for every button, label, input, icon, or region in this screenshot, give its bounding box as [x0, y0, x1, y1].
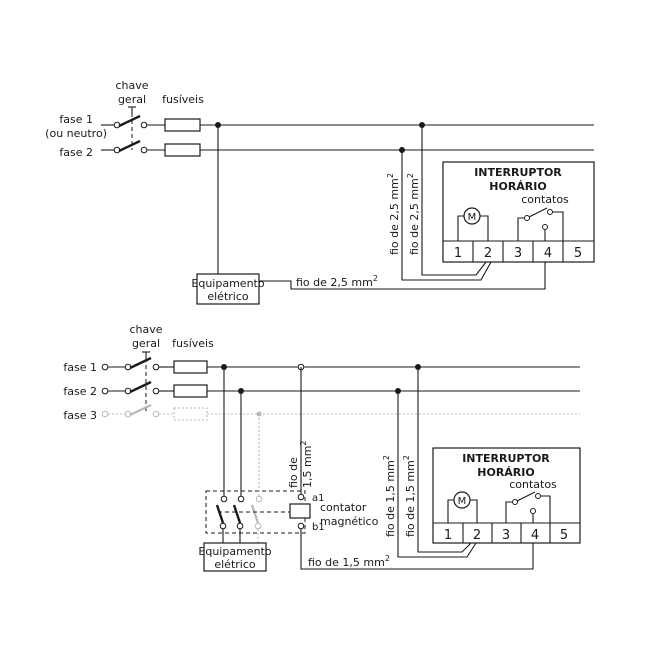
wire-bottom-label: fio de 2,5 mm2	[296, 274, 378, 289]
terminal-4: 4	[544, 246, 552, 261]
phase-3-label-2: fase 3	[63, 409, 97, 422]
timer-switch-2: INTERRUPTOR HORÁRIO contatos 1 2 3 4 5 M	[432, 447, 581, 544]
main-switch-label-line1: chave	[115, 79, 148, 92]
fuses-label: fusíveis	[162, 93, 204, 106]
timer-switch-1: INTERRUPTOR HORÁRIO contatos 1 2 3 4 5 M	[442, 161, 595, 263]
diagram-2: chave geral fusíveis fase 1 fase 2 fase …	[63, 323, 581, 572]
phase-1-to-timer-wire-2	[417, 367, 472, 553]
diagram-1: chave geral fusíveis fase 1 (ou neutro) …	[45, 79, 595, 305]
motor-icon	[463, 207, 481, 225]
coil-b1-label: b1	[312, 522, 325, 533]
timer-title-line2: HORÁRIO	[489, 180, 546, 193]
equipment-label-line2: elétrico	[207, 290, 249, 303]
timer-2-title-line2: HORÁRIO	[477, 466, 534, 479]
terminal-2-5: 5	[560, 528, 568, 543]
main-switch-1	[101, 106, 148, 154]
timer-title-line1: INTERRUPTOR	[474, 166, 562, 179]
fuses-2-label: fusíveis	[172, 337, 214, 350]
contactor-label-line2: magnético	[320, 515, 379, 528]
phase-2-to-timer-wire-2	[397, 391, 477, 558]
phase-2-to-timer-wire	[401, 150, 492, 281]
phase-1-neutral-label: (ou neutro)	[45, 127, 107, 140]
phase-1-label-2: fase 1	[63, 361, 97, 374]
main-switch-2-label-line1: chave	[129, 323, 162, 336]
contactor-poles	[215, 495, 290, 530]
equipment-label-line1: Equipamento	[191, 277, 264, 290]
fuses-2	[159, 360, 208, 421]
contacts-2-label: contatos	[509, 478, 557, 491]
terminal-2: 2	[484, 246, 492, 261]
terminal-2-2: 2	[473, 528, 481, 543]
main-switch-label-line2: geral	[118, 93, 146, 106]
contactor-label-line1: contator	[320, 501, 367, 514]
phase-2-label: fase 2	[59, 146, 93, 159]
motor-letter: M	[468, 212, 477, 223]
wire-vertical-label-a: fio de 2,5 mm2	[386, 173, 401, 255]
terminal-3: 3	[514, 246, 522, 261]
timer-2-title-line1: INTERRUPTOR	[462, 452, 550, 465]
phase-1-to-timer-wire	[421, 125, 487, 276]
terminal-1: 1	[454, 246, 462, 261]
contacts-label: contatos	[521, 193, 569, 206]
fuses-1	[147, 118, 201, 157]
wire-vertical-label-b: fio de 2,5 mm2	[406, 173, 421, 255]
main-switch-2	[101, 351, 160, 418]
wire-vertical-label-2b: fio de 1,5 mm2	[402, 455, 417, 537]
terminal-2-1: 1	[444, 528, 452, 543]
phase-2-label-2: fase 2	[63, 385, 97, 398]
phase-1-label: fase 1	[59, 113, 93, 126]
equipment-2-label-line2: elétrico	[214, 558, 256, 571]
wire-bottom-label-2: fio de 1,5 mm2	[308, 554, 390, 569]
contactor-coil: a1 b1	[289, 367, 325, 533]
terminal-2-3: 3	[502, 528, 510, 543]
coil-a1-label: a1	[312, 493, 325, 504]
motor-2-letter: M	[458, 496, 467, 507]
coil-wire-label-line2: 1,5 mm2	[299, 440, 314, 488]
equipment-box-1: Equipamento elétrico	[191, 273, 265, 305]
main-switch-2-label-line2: geral	[132, 337, 160, 350]
equipment-box-2: Equipamento elétrico	[198, 542, 272, 572]
terminal-2-4: 4	[531, 528, 539, 543]
coil-to-contact-wire	[300, 529, 534, 570]
wire-vertical-label-2a: fio de 1,5 mm2	[382, 455, 397, 537]
equipment-2-label-line1: Equipamento	[198, 545, 271, 558]
terminal-5: 5	[574, 246, 582, 261]
motor-2-icon	[453, 491, 471, 509]
coil-wire-label-line1: fio de	[287, 457, 300, 488]
equipment-to-contact-wire	[259, 262, 546, 290]
